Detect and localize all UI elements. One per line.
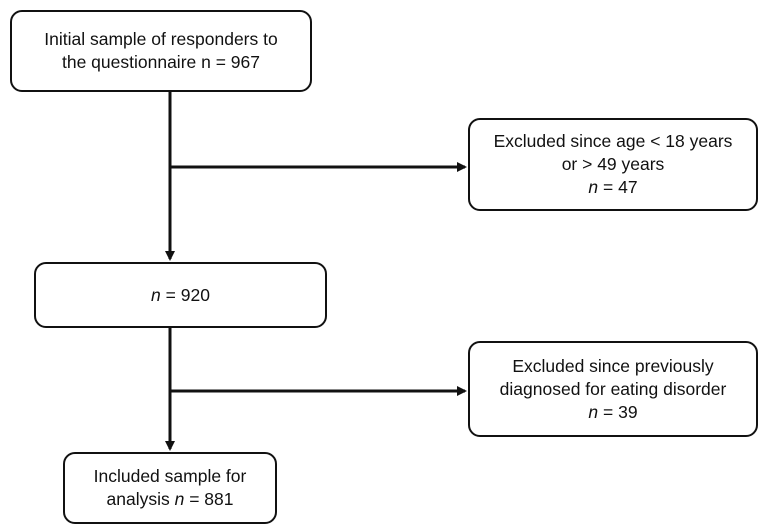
excluded-age-n-label: n (588, 177, 599, 197)
excluded-eating-disorder-box: Excluded since previously diagnosed for … (468, 341, 758, 437)
initial-sample-line2: the questionnaire n = 967 (61, 52, 260, 72)
excluded-age-line1: Excluded since age < 18 years (493, 131, 733, 151)
excluded-age-n-value: = 47 (598, 177, 638, 197)
excluded-age-box: Excluded since age < 18 years or > 49 ye… (468, 118, 758, 211)
after-age-n-label: n (151, 284, 161, 305)
included-sample-line2: analysis n = 881 (107, 488, 234, 511)
included-sample-box: Included sample for analysis n = 881 (63, 452, 277, 524)
included-sample-n-value: = 881 (184, 489, 234, 509)
after-age-exclusion-box: n = 920 (34, 262, 327, 328)
included-sample-prefix: analysis (106, 489, 175, 509)
excluded-ed-n-label: n (588, 401, 599, 422)
excluded-ed-line1: Excluded since previously (512, 355, 714, 376)
initial-sample-box: Initial sample of responders to the ques… (10, 10, 312, 92)
excluded-ed-n-value: = 39 (598, 401, 638, 422)
excluded-ed-line2: diagnosed for eating disorder (499, 378, 727, 399)
included-sample-n-label: n (174, 489, 185, 509)
initial-sample-line1: Initial sample of responders to (44, 29, 278, 49)
excluded-ed-count: n = 39 (588, 401, 637, 424)
excluded-age-line2: or > 49 years (561, 154, 665, 174)
included-sample-line1: Included sample for (93, 466, 247, 486)
excluded-age-count: n = 47 (588, 176, 637, 199)
after-age-count: n = 920 (151, 284, 210, 307)
after-age-n-value: = 920 (160, 284, 210, 305)
